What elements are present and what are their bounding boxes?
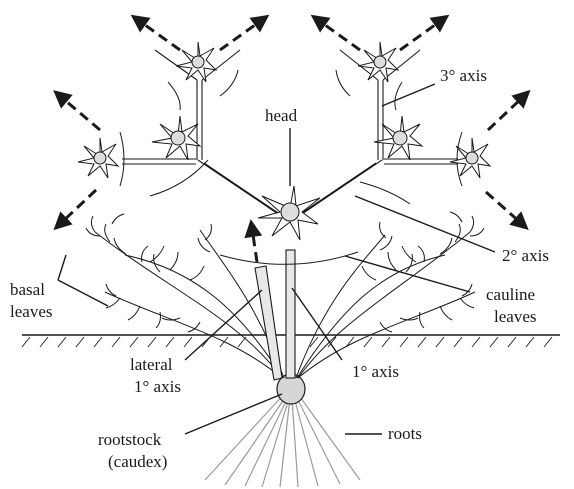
roots-label: roots [388,424,422,444]
main-head [258,186,320,240]
tertiary-head-right-top [358,42,398,82]
lateral-axis-label-line2: 1° axis [134,377,181,397]
secondary-head-left [152,116,200,160]
cauline-leaves [120,70,462,264]
secondary-head-right [374,116,422,160]
tertiary-head-right-side [450,138,490,178]
roots [205,393,360,487]
tertiary-head-left-side [78,138,118,178]
lateral-primary-axis [255,266,282,380]
primary-axis-label: 1° axis [352,362,399,382]
secondary-axis-label: 2° axis [502,246,549,266]
cauline-leaves-label-line1: cauline [486,285,535,305]
basal-leaves-label-line1: basal [10,280,45,300]
lateral-axis-label-line1: lateral [130,355,172,375]
rootstock-label-line2: (caudex) [108,452,167,472]
head-label: head [265,106,297,126]
cauline-leaves-label-line2: leaves [494,307,536,327]
rootstock-label-line1: rootstock [98,430,161,450]
basal-leaves-label-line2: leaves [10,302,52,322]
tertiary-axis-label: 3° axis [440,66,487,86]
primary-axis [286,250,295,378]
tertiary-head-left-top [176,42,216,82]
